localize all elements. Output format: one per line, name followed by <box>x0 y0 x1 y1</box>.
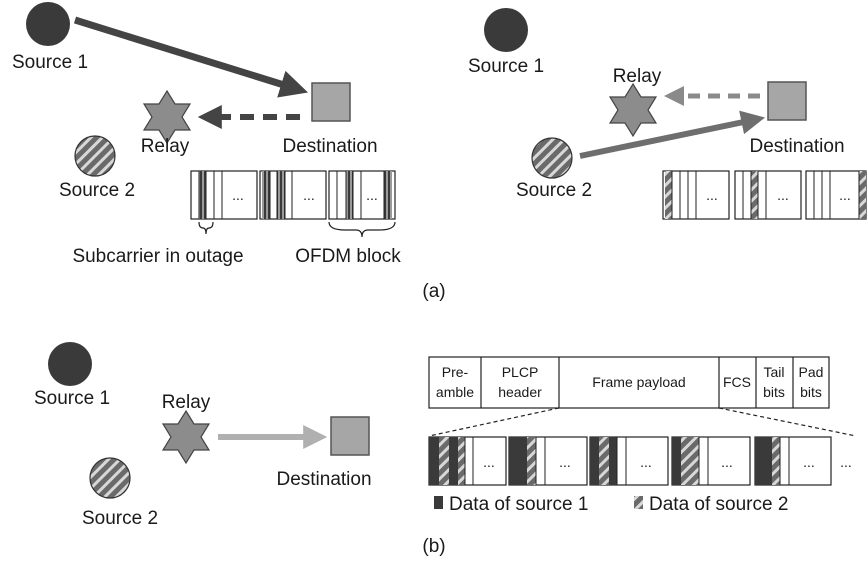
panel-b: Source 1 Relay Destination Source 2 Pre-… <box>34 342 857 529</box>
ofdm-dots: ... <box>366 187 378 203</box>
frame-field-pad-bits: bits <box>800 384 822 400</box>
panel-a-right: Source 1 Relay Destination Source 2 ... … <box>468 8 867 220</box>
payload-ofdm-block-2: ... <box>508 436 588 486</box>
panel-a-left: Source 1 Destination Relay Source 2 ... <box>12 2 401 267</box>
destination-node <box>767 81 807 121</box>
source1-label: Source 1 <box>34 388 110 409</box>
payload-ofdm-block-5: ... <box>754 436 832 486</box>
frame-structure: Pre- amble PLCP header Frame payload FCS… <box>428 356 830 409</box>
source1-node <box>484 8 528 52</box>
frame-field-fcs: FCS <box>723 374 751 390</box>
legend-source2-swatch <box>634 496 643 509</box>
payload-dots: ... <box>803 454 815 470</box>
destination-node <box>330 416 370 456</box>
source2-node <box>531 137 573 179</box>
destination-node <box>311 82 351 122</box>
subcarrier-outage-label: Subcarrier in outage <box>72 246 243 267</box>
source1-node <box>48 342 92 386</box>
ofdm-dots: ... <box>706 187 718 203</box>
relay-node <box>142 89 192 145</box>
destination-label: Destination <box>276 469 371 490</box>
ofdm-block-1: ... <box>662 170 730 220</box>
source2-label: Source 2 <box>59 180 135 201</box>
frame-field-pad-bits: Pad <box>799 364 824 380</box>
source1-to-destination-arrow <box>73 16 309 98</box>
ofdm-block-label: OFDM block <box>295 246 401 267</box>
ofdm-block-3: ... <box>805 170 867 220</box>
relay-label: Relay <box>613 66 662 87</box>
payload-ofdm-block-1: ... <box>428 436 507 486</box>
payload-ofdm-block-4: ... <box>671 436 751 486</box>
ofdm-dots: ... <box>232 187 244 203</box>
ofdm-block-2: ... <box>734 170 802 220</box>
subcarrier-brace <box>198 221 214 235</box>
legend-source1-label: Data of source 1 <box>449 494 588 515</box>
frame-field-tail-bits: bits <box>763 384 785 400</box>
frame-field-tail-bits: Tail <box>763 364 784 380</box>
source1-label: Source 1 <box>468 56 544 77</box>
ofdm-block-2: ... <box>259 170 327 220</box>
payload-zoom-left <box>428 407 560 437</box>
relay-label: Relay <box>162 392 211 413</box>
payload-dots: ... <box>640 454 652 470</box>
caption-a: (a) <box>422 281 445 302</box>
destination-label: Destination <box>749 136 844 157</box>
source2-node <box>74 135 116 177</box>
ofdm-dots: ... <box>777 187 789 203</box>
frame-field-plcp-header: PLCP <box>502 364 539 380</box>
payload-dots: ... <box>559 454 571 470</box>
ofdm-dots: ... <box>839 187 851 203</box>
caption-b: (b) <box>422 536 445 557</box>
source2-to-destination-arrow <box>579 110 766 159</box>
ofdm-block-1: ... <box>190 170 258 220</box>
relay-node <box>161 409 211 465</box>
frame-field-plcp-header: header <box>498 384 542 400</box>
payload-ofdm-block-3: ... <box>589 436 669 486</box>
legend-source1-swatch <box>434 496 443 509</box>
relay-node <box>608 82 658 138</box>
source1-node <box>26 2 70 46</box>
source1-label: Source 1 <box>12 52 88 73</box>
payload-trailing-dots: ... <box>840 454 852 470</box>
source2-label: Source 2 <box>82 508 158 529</box>
payload-dots: ... <box>721 454 733 470</box>
ofdm-block-3: ... <box>328 170 396 220</box>
relay-label: Relay <box>141 136 190 157</box>
frame-field-preamble: amble <box>436 384 474 400</box>
legend-source2-label: Data of source 2 <box>649 494 788 515</box>
payload-zoom-right <box>718 407 857 437</box>
frame-field-payload: Frame payload <box>592 374 685 390</box>
source2-label: Source 2 <box>516 180 592 201</box>
ofdm-dots: ... <box>303 187 315 203</box>
destination-label: Destination <box>282 136 377 157</box>
payload-dots: ... <box>483 454 495 470</box>
source2-node <box>89 457 131 499</box>
ofdm-block-brace <box>328 221 396 238</box>
frame-field-preamble: Pre- <box>442 364 469 380</box>
